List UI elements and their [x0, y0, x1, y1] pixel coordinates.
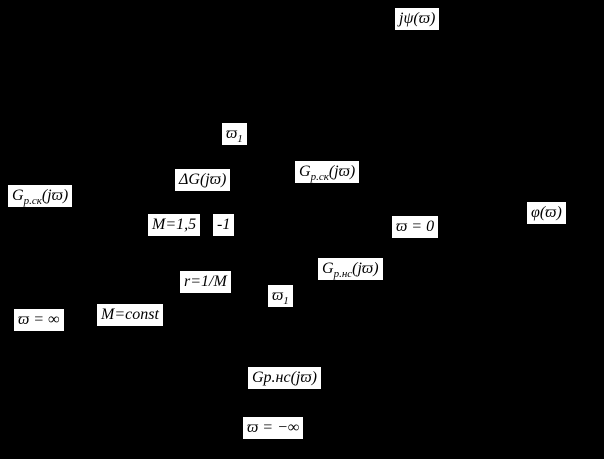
label-text: jψ(ϖ) — [399, 10, 436, 27]
label-text: ϖ = ∞ — [18, 311, 60, 328]
label-text: r=1/M — [184, 273, 227, 290]
label-text: ϖ = 0 — [396, 218, 435, 235]
label-g-rns-mid: Gр.нс(jϖ) — [318, 258, 383, 280]
label-delta-g: ΔG(jϖ) — [175, 169, 231, 191]
label-m-1-5: M=1,5 — [148, 214, 201, 236]
label-g-rsk-left: Gр.ск(jϖ) — [8, 185, 73, 208]
label-subscript: 1 — [237, 133, 243, 146]
label-text: Gр.нс(jϖ) — [252, 369, 317, 386]
label-text: ΔG(jϖ) — [179, 171, 227, 188]
label-omega1-lower: ϖ1 — [268, 285, 293, 307]
label-text: (jϖ) — [328, 163, 356, 180]
label-minus-one: -1 — [213, 214, 235, 236]
label-omega-neg-inf: ϖ = −∞ — [243, 417, 304, 439]
label-phi-omega: φ(ϖ) — [527, 202, 566, 224]
label-text: (jϖ) — [352, 260, 379, 277]
label-text: G — [299, 163, 311, 180]
label-text: (jϖ) — [41, 187, 69, 204]
label-text: φ(ϖ) — [531, 204, 562, 221]
label-text: G — [12, 187, 24, 204]
label-omega-inf: ϖ = ∞ — [14, 309, 64, 331]
label-j-psi-omega: jψ(ϖ) — [395, 8, 440, 30]
label-subscript: р.ск — [310, 171, 329, 184]
label-subscript: р.ск — [23, 195, 42, 208]
label-text: M=const — [101, 306, 159, 323]
label-r-1-m: r=1/M — [180, 271, 231, 293]
label-subscript: 1 — [283, 295, 289, 308]
label-text: ϖ — [226, 125, 238, 142]
label-g-rns-bottom: Gр.нс(jϖ) — [248, 367, 321, 389]
label-omega1-upper: ϖ1 — [222, 123, 247, 145]
label-text: G — [322, 260, 334, 277]
label-m-const: M=const — [97, 304, 163, 326]
label-g-rsk-mid: Gр.ск(jϖ) — [295, 161, 360, 184]
label-subscript: р.нс — [333, 268, 353, 281]
label-text: M=1,5 — [152, 216, 197, 233]
label-text: ϖ — [272, 287, 284, 304]
label-omega-zero: ϖ = 0 — [392, 216, 439, 238]
label-text: ϖ = −∞ — [247, 419, 300, 436]
label-text: -1 — [217, 216, 231, 233]
